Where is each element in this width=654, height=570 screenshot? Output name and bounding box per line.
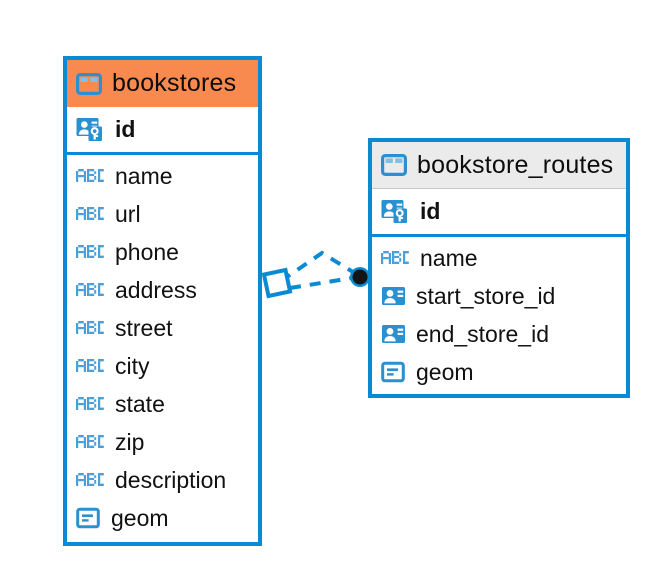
field-row-state[interactable]: state [67, 385, 258, 423]
field-row-geom[interactable]: geom [67, 499, 258, 537]
text-abc-icon [381, 247, 411, 269]
field-label: street [115, 314, 173, 341]
field-label: url [115, 200, 141, 227]
field-row-geom[interactable]: geom [372, 353, 626, 391]
field-label: name [115, 162, 173, 189]
field-label: description [115, 466, 227, 493]
text-abc-icon [76, 355, 106, 377]
primary-key-icon [381, 199, 411, 225]
field-row-start-store-id[interactable]: start_store_id [372, 277, 626, 315]
field-row-id[interactable]: id [372, 189, 626, 237]
field-list-bookstore-routes: name start_store_id [372, 237, 626, 395]
field-row-end-store-id[interactable]: end_store_id [372, 315, 626, 353]
relationship-circle-endpoint [350, 267, 370, 287]
table-grid-icon [381, 154, 407, 176]
text-abc-icon [76, 241, 106, 263]
field-row-description[interactable]: description [67, 461, 258, 499]
relationship-line-upper [279, 250, 355, 283]
field-label: end_store_id [416, 320, 549, 347]
text-abc-icon [76, 317, 106, 339]
field-row-street[interactable]: street [67, 309, 258, 347]
entity-header-bookstore-routes[interactable]: bookstore_routes [372, 142, 626, 189]
geometry-icon [76, 507, 102, 529]
entity-bookstores[interactable]: bookstores id [63, 56, 262, 546]
entity-bookstore-routes[interactable]: bookstore_routes id [368, 138, 630, 398]
text-abc-icon [76, 431, 106, 453]
field-row-name[interactable]: name [372, 239, 626, 277]
relationship-line-lower [289, 276, 353, 290]
field-label: geom [111, 504, 169, 531]
text-abc-icon [76, 279, 106, 301]
field-label: start_store_id [416, 282, 556, 309]
field-row-phone[interactable]: phone [67, 233, 258, 271]
text-abc-icon [76, 393, 106, 415]
field-label: phone [115, 238, 179, 265]
field-label: geom [416, 358, 474, 385]
entity-header-bookstores[interactable]: bookstores [67, 60, 258, 107]
field-row-name[interactable]: name [67, 157, 258, 195]
field-row-city[interactable]: city [67, 347, 258, 385]
field-label: id [420, 198, 441, 224]
entity-title: bookstore_routes [417, 150, 614, 179]
field-row-url[interactable]: url [67, 195, 258, 233]
foreign-key-icon [381, 323, 407, 345]
field-label: id [115, 116, 136, 142]
foreign-key-icon [381, 285, 407, 307]
table-grid-icon [76, 72, 102, 95]
field-label: address [115, 276, 197, 303]
text-abc-icon [76, 469, 106, 491]
field-label: zip [115, 428, 145, 455]
field-label: name [420, 244, 478, 271]
field-row-id[interactable]: id [67, 107, 258, 155]
field-list-bookstores: name u [67, 155, 258, 541]
text-abc-icon [76, 203, 106, 225]
relationship-diamond-endpoint [261, 267, 293, 299]
field-label: state [115, 390, 165, 417]
field-row-address[interactable]: address [67, 271, 258, 309]
text-abc-icon [76, 165, 106, 187]
field-label: city [115, 352, 150, 379]
primary-key-icon [76, 117, 106, 143]
geometry-icon [381, 361, 407, 383]
field-row-zip[interactable]: zip [67, 423, 258, 461]
entity-title: bookstores [112, 69, 237, 97]
